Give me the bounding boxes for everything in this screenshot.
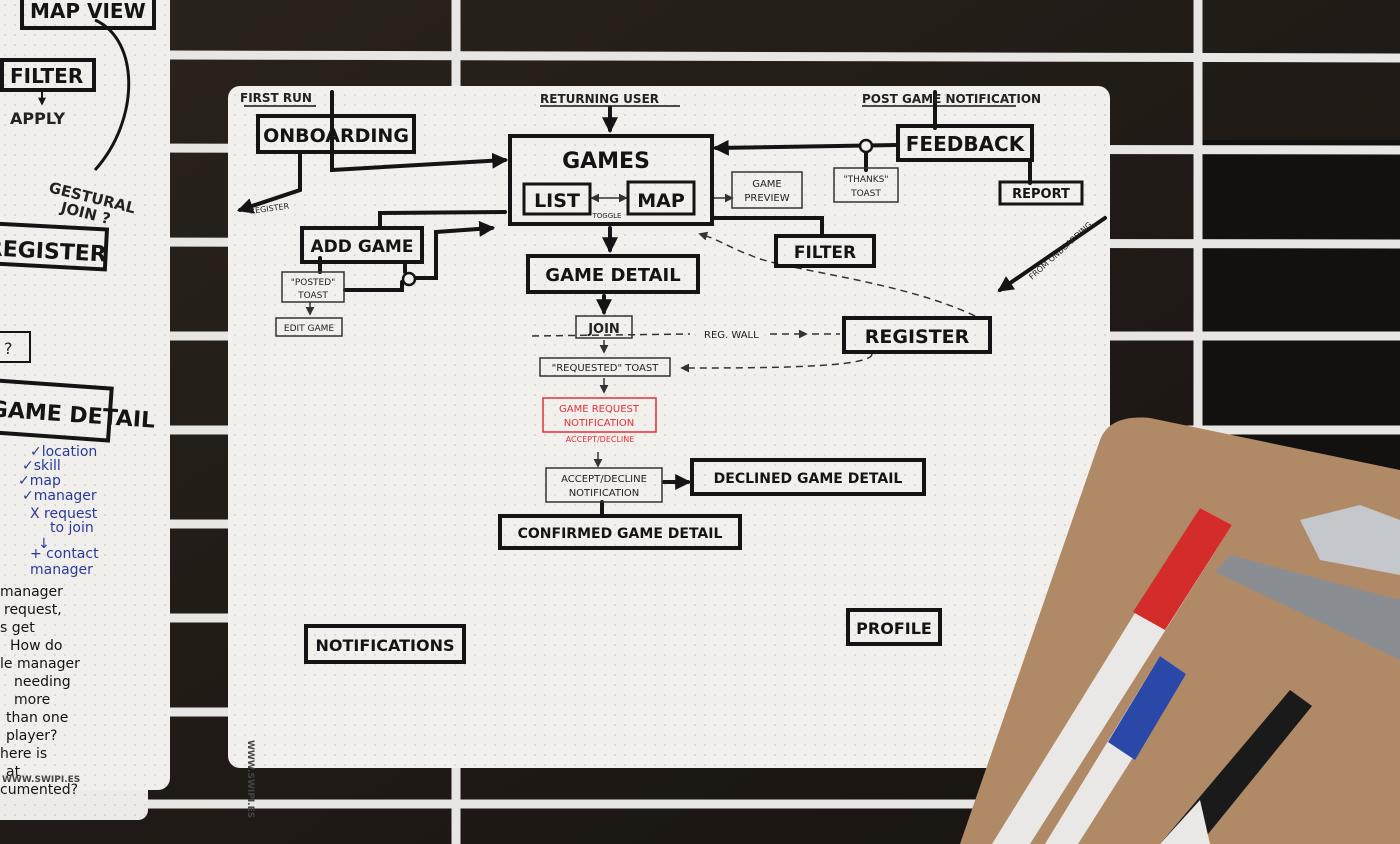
feedback-junction (858, 138, 874, 154)
onboarding-label: ONBOARDING (263, 125, 409, 147)
left-check-item: manager (30, 562, 93, 578)
left-register-label: REGISTER (0, 236, 107, 267)
thanks-toast-line-1: "THANKS" (843, 175, 888, 185)
left-note-line: here is (0, 746, 47, 762)
left-note-line: cumented? (0, 782, 78, 798)
left-brand-label: WWW.SWIPI.ES (2, 775, 80, 785)
left-note-line: than one (6, 710, 68, 726)
header-returning-user: RETURNING USER (540, 92, 659, 106)
requested-toast-label: "REQUESTED" TOAST (552, 363, 660, 374)
node-register: REGISTER (842, 316, 992, 354)
node-confirmed-game-detail: CONFIRMED GAME DETAIL (498, 514, 742, 550)
section-headers: FIRST RUN RETURNING USER POST GAME NOTIF… (240, 91, 1041, 107)
left-board: MAP VIEW FILTER APPLY GESTURAL JOIN ? RE… (0, 0, 170, 798)
node-feedback: FEEDBACK (896, 124, 1034, 162)
node-edit-game: EDIT GAME (275, 317, 343, 337)
left-apply-label: APPLY (10, 109, 66, 128)
left-note-line: s get (0, 620, 35, 636)
black-marker (1160, 690, 1312, 844)
reg-wall-label: REG. WALL (704, 330, 759, 341)
left-filter-label: FILTER (10, 64, 83, 88)
left-note-line: needing (14, 674, 71, 690)
map-label: MAP (637, 190, 685, 212)
left-check-item: ✓location (30, 444, 97, 460)
left-check-item: ↓ (38, 536, 50, 552)
red-marker (992, 508, 1232, 844)
header-post-game-notification: POST GAME NOTIFICATION (862, 92, 1041, 106)
node-posted-toast: "POSTED" TOAST (281, 271, 345, 303)
left-note-line: at (6, 764, 21, 780)
left-check-item: ✓skill (22, 458, 61, 474)
game-request-line-2: NOTIFICATION (564, 418, 635, 429)
node-requested-toast: "REQUESTED" TOAST (539, 357, 671, 377)
main-board: WWW.SWIPI.ES (228, 86, 1110, 818)
left-check-item: ✓manager (22, 488, 97, 504)
left-check-item: X request (30, 506, 98, 522)
left-question-mark: ? (4, 339, 13, 358)
blue-marker (1045, 656, 1186, 844)
edit-game-label: EDIT GAME (284, 324, 335, 334)
left-check-item: to join (50, 520, 94, 536)
left-note-line: le manager (0, 656, 80, 672)
thin-connectors (305, 193, 734, 468)
game-detail-label: GAME DETAIL (545, 265, 680, 286)
left-check-item: ✓map (18, 473, 61, 489)
left-note-line: How do (10, 638, 62, 654)
node-filter: FILTER (774, 234, 876, 268)
node-add-game: ADD GAME (300, 226, 424, 264)
games-label: GAMES (562, 149, 650, 174)
node-game-detail: GAME DETAIL (526, 254, 700, 294)
toggle-label: TOGGLE (592, 212, 622, 220)
left-note-line: request, (4, 602, 62, 618)
left-note-line: manager (0, 584, 63, 600)
accept-decline-notif-line-1: ACCEPT/DECLINE (561, 474, 647, 485)
node-game-request-notification: GAME REQUEST NOTIFICATION ACCEPT/DECLINE (542, 397, 657, 444)
left-note-line: player? (6, 728, 57, 744)
node-notifications: NOTIFICATIONS (304, 624, 466, 664)
node-join: JOIN (575, 315, 633, 339)
header-first-run: FIRST RUN (240, 91, 312, 105)
node-game-preview: GAME PREVIEW (731, 171, 803, 209)
game-preview-line-1: GAME (752, 179, 782, 190)
report-label: REPORT (1012, 187, 1070, 202)
feedback-label: FEEDBACK (906, 132, 1026, 156)
declined-game-detail-label: DECLINED GAME DETAIL (714, 471, 903, 487)
add-game-junction (401, 271, 417, 287)
left-note-line: more (14, 692, 50, 708)
node-profile: PROFILE (846, 608, 942, 646)
posted-toast-line-1: "POSTED" (291, 278, 336, 288)
node-games: GAMES LIST MAP TOGGLE (508, 134, 714, 226)
list-label: LIST (534, 190, 580, 212)
confirmed-game-detail-label: CONFIRMED GAME DETAIL (518, 526, 723, 542)
left-notes: manager request, s get How do le manager… (0, 584, 80, 798)
flow-connectors (236, 90, 1107, 516)
notifications-label: NOTIFICATIONS (315, 636, 454, 655)
left-checklist: ✓location ✓skill ✓map ✓manager X request… (18, 444, 99, 578)
thanks-toast-line-2: TOAST (850, 189, 881, 199)
profile-label: PROFILE (856, 619, 932, 638)
posted-toast-line-2: TOAST (297, 291, 328, 301)
node-thanks-toast: "THANKS" TOAST (833, 167, 899, 203)
node-accept-decline-notification: ACCEPT/DECLINE NOTIFICATION (545, 467, 663, 503)
node-report: REPORT (998, 180, 1084, 206)
node-declined-game-detail: DECLINED GAME DETAIL (690, 458, 926, 496)
node-onboarding: ONBOARDING (256, 114, 416, 154)
board-brand-label: WWW.SWIPI.ES (245, 740, 255, 818)
filter-label: FILTER (794, 243, 856, 263)
register-label: REGISTER (865, 326, 970, 348)
left-map-view-label: MAP VIEW (30, 0, 146, 23)
game-request-line-1: GAME REQUEST (559, 404, 640, 415)
accept-decline-label: ACCEPT/DECLINE (566, 435, 635, 444)
left-check-item: + contact (30, 546, 99, 562)
add-game-label: ADD GAME (311, 237, 414, 257)
join-label: JOIN (587, 322, 620, 337)
game-preview-line-2: PREVIEW (744, 193, 789, 204)
accept-decline-notif-line-2: NOTIFICATION (569, 488, 640, 499)
